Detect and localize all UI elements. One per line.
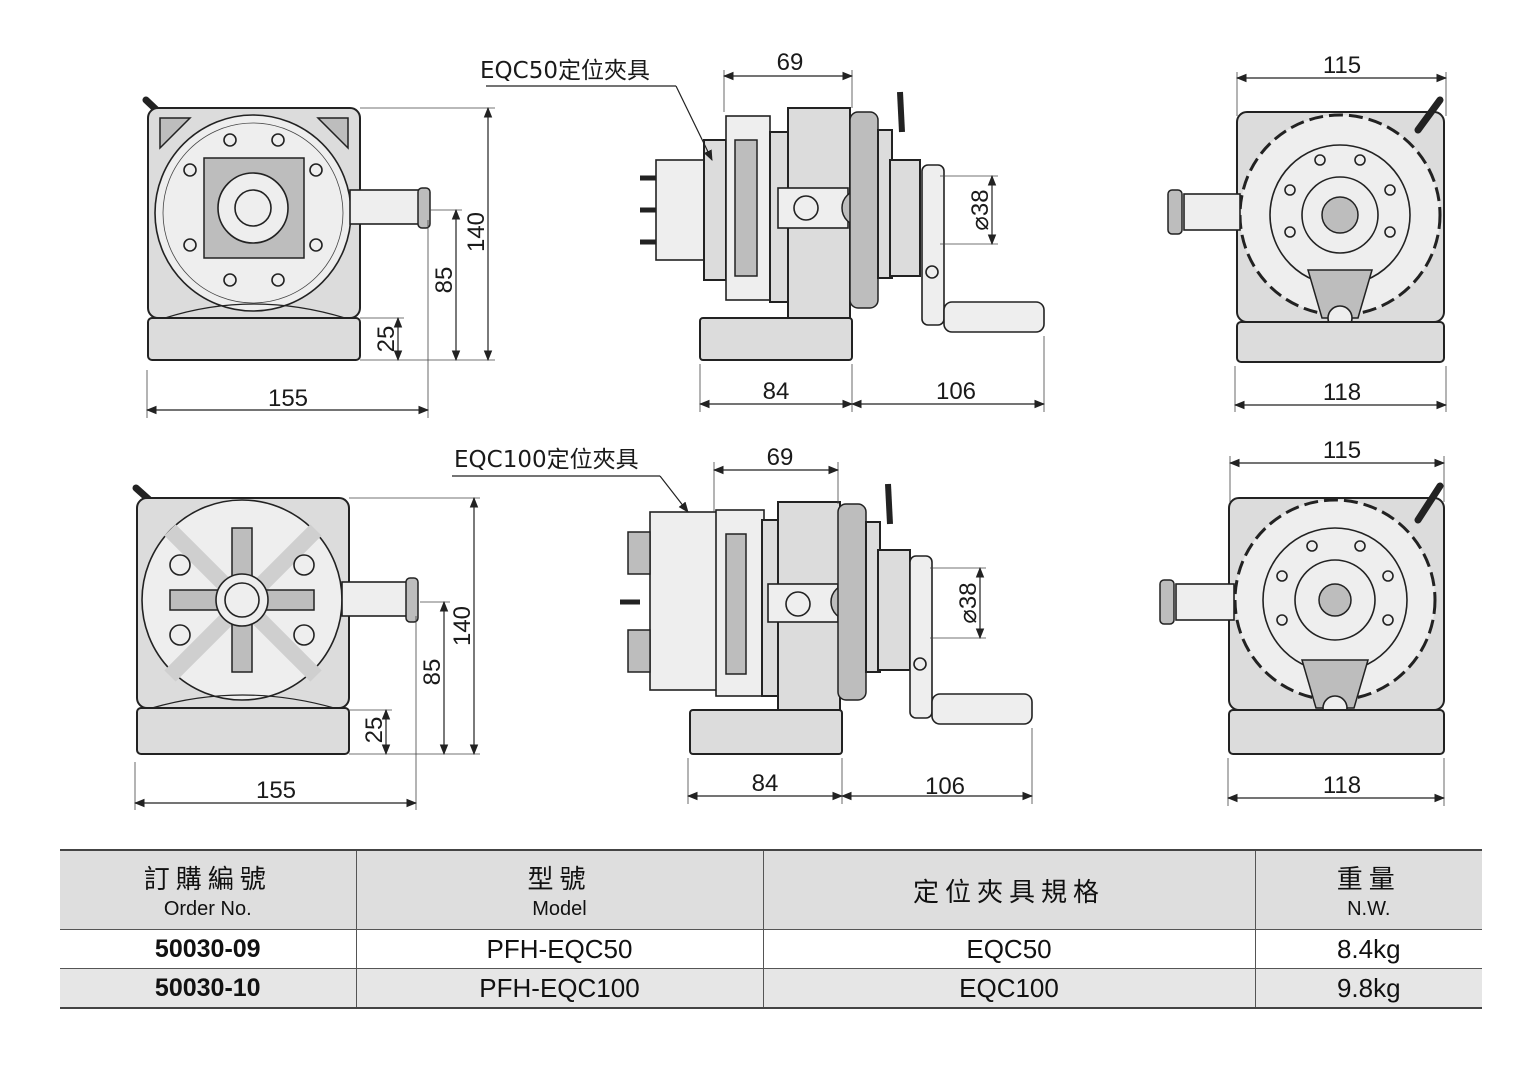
header-weight-sub: N.W. <box>1347 898 1391 920</box>
front-base-height-label: 25 <box>373 326 400 353</box>
side-base-left-label: 84 <box>763 378 790 405</box>
front-view-eqc50 <box>142 96 431 361</box>
back-view-eqc50 <box>1167 96 1445 363</box>
weight-cell: 9.8kg <box>1254 968 1482 1009</box>
side-view-eqc50 <box>640 91 1045 361</box>
front-view-eqc100 <box>132 484 419 755</box>
front-center-height-label: 85 <box>419 659 446 686</box>
side-view-eqc100 <box>620 483 1033 755</box>
front-height-label: 140 <box>449 606 476 646</box>
header-order-no-main: 訂購編號 <box>143 865 272 895</box>
table-row: 50030-10 PFH-EQC100 EQC100 9.8kg <box>60 968 1482 1009</box>
side-diameter-label: ⌀38 <box>967 189 994 230</box>
header-model: 型號 Model <box>355 849 764 930</box>
back-dims-eqc50: 115 118 <box>1233 52 1448 412</box>
side-dims-eqc100: EQC100定位夾具 69 ⌀38 84 106 <box>452 444 1034 804</box>
callout-eqc100: EQC100定位夾具 <box>454 447 639 473</box>
table-row: 50030-09 PFH-EQC50 EQC50 8.4kg <box>60 929 1482 969</box>
back-top-label: 115 <box>1323 52 1361 79</box>
spec-table: 訂購編號 Order No. 型號 Model 定位夾具規格 重量 N.W. 5… <box>60 849 1482 1009</box>
side-dims-eqc50: EQC50定位夾具 69 ⌀38 84 106 <box>480 49 1046 412</box>
side-diameter-label: ⌀38 <box>955 582 982 623</box>
header-spec: 定位夾具規格 <box>762 849 1256 930</box>
spec-cell: EQC100 <box>762 968 1256 1009</box>
model-cell: PFH-EQC50 <box>355 929 764 969</box>
front-height-label: 140 <box>463 212 490 252</box>
header-model-sub: Model <box>532 898 587 920</box>
front-width-label: 155 <box>256 777 296 804</box>
back-dims-eqc100: 115 118 <box>1226 437 1446 806</box>
header-weight-main: 重量 <box>1336 865 1401 895</box>
header-spec-main: 定位夾具規格 <box>912 877 1105 908</box>
side-top-label: 69 <box>767 444 794 471</box>
side-base-left-label: 84 <box>752 770 779 797</box>
back-bottom-label: 118 <box>1323 379 1361 406</box>
side-base-right-label: 106 <box>936 378 976 405</box>
spec-cell: EQC50 <box>762 929 1256 969</box>
front-base-height-label: 25 <box>361 717 388 744</box>
back-top-label: 115 <box>1323 437 1361 464</box>
order-no-cell: 50030-10 <box>60 968 357 1009</box>
front-dims-eqc100: 155 140 85 25 <box>133 496 480 810</box>
back-bottom-label: 118 <box>1323 772 1361 799</box>
weight-cell: 8.4kg <box>1254 929 1482 969</box>
header-order-no: 訂購編號 Order No. <box>60 849 357 930</box>
order-no-cell: 50030-09 <box>60 929 357 969</box>
header-order-no-sub: Order No. <box>163 898 252 920</box>
table-header-row: 訂購編號 Order No. 型號 Model 定位夾具規格 重量 N.W. <box>60 849 1482 930</box>
front-width-label: 155 <box>268 385 308 412</box>
front-dims-eqc50: 155 140 85 25 <box>145 106 495 418</box>
model-cell: PFH-EQC100 <box>355 968 764 1009</box>
header-weight: 重量 N.W. <box>1254 849 1482 930</box>
back-view-eqc100 <box>1159 482 1445 755</box>
front-center-height-label: 85 <box>431 267 458 294</box>
side-base-right-label: 106 <box>925 773 965 800</box>
callout-eqc50: EQC50定位夾具 <box>480 58 650 84</box>
side-top-label: 69 <box>777 49 804 76</box>
technical-drawing: 155 140 85 25 EQC50定位夾具 <box>132 49 1448 810</box>
header-model-main: 型號 <box>527 865 592 895</box>
